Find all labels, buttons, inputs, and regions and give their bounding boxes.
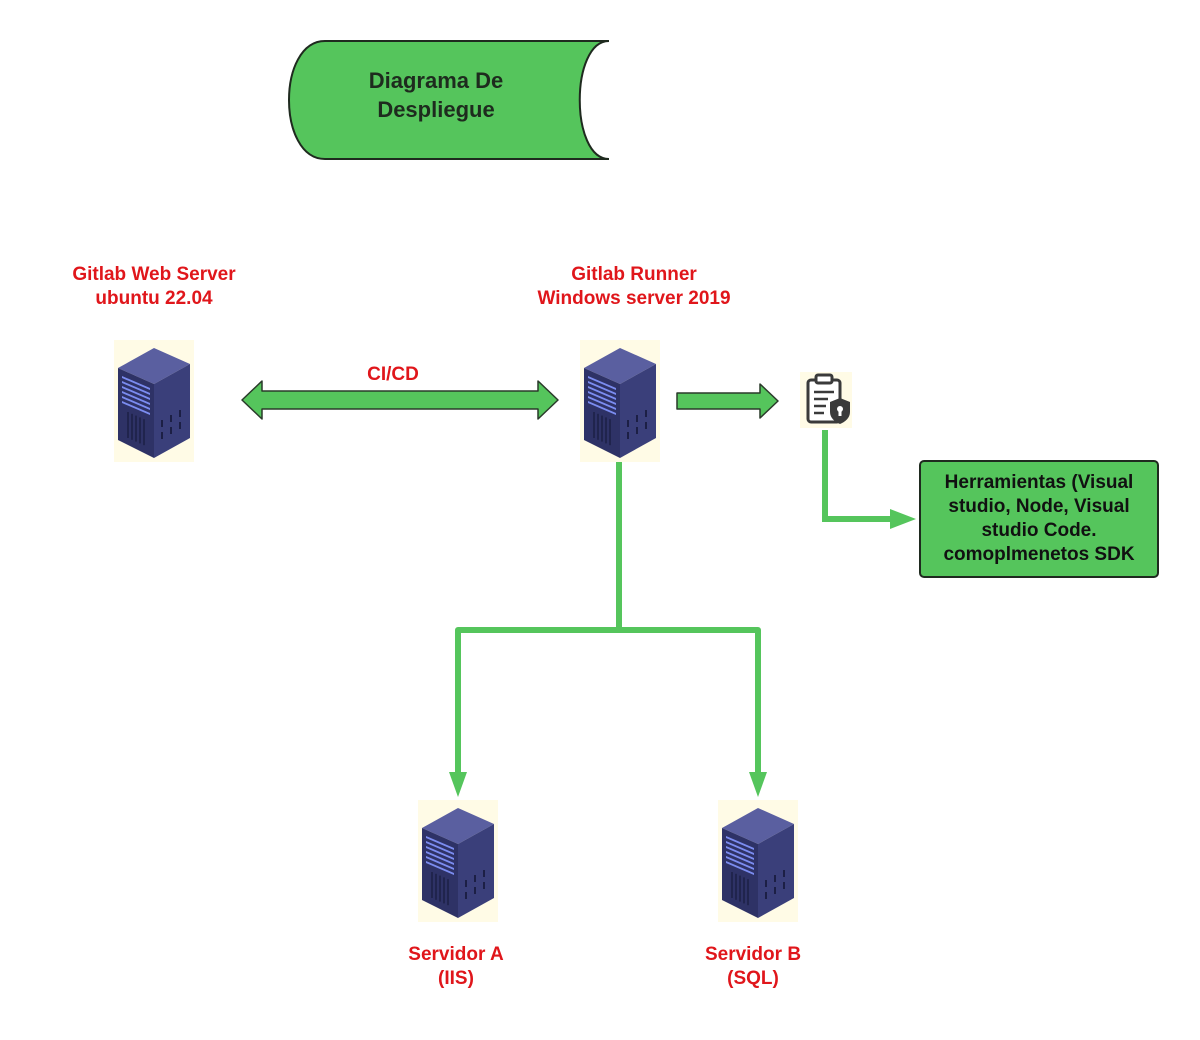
gitlab-runner-server-icon xyxy=(580,340,660,467)
servidor-b-label: Servidor B (SQL) xyxy=(673,943,833,991)
servidor-a-server-icon xyxy=(418,800,498,927)
cicd-double-arrow xyxy=(241,380,559,420)
branch-to-servidor-b-line xyxy=(619,627,761,775)
gitlab-web-server-label-line-1: Gitlab Web Server xyxy=(72,264,236,285)
clipboard-to-tools-arrowhead xyxy=(890,509,916,529)
cicd-edge-label: CI/CD xyxy=(343,363,443,387)
tools-box-line-3: studio Code. xyxy=(981,520,1097,541)
tools-box: Herramientas (Visual studio, Node, Visua… xyxy=(919,460,1159,578)
servidor-b-label-line-2: (SQL) xyxy=(727,968,779,989)
servidor-b-label-line-1: Servidor B xyxy=(704,944,802,965)
branch-to-servidor-a-line xyxy=(455,627,619,775)
server-rack-icon xyxy=(114,340,194,462)
gitlab-web-server-label: Gitlab Web Server ubuntu 22.04 xyxy=(44,263,264,311)
server-rack-icon xyxy=(418,800,498,922)
runner-to-clipboard-arrow xyxy=(676,383,779,419)
gitlab-runner-label-line-1: Gitlab Runner xyxy=(571,264,697,285)
server-rack-icon xyxy=(580,340,660,462)
server-rack-icon xyxy=(718,800,798,922)
gitlab-web-server-label-line-2: ubuntu 22.04 xyxy=(95,288,213,309)
servidor-a-label-line-2: (IIS) xyxy=(438,968,474,989)
gitlab-web-server-icon xyxy=(114,340,194,467)
cicd-edge-label-text: CI/CD xyxy=(367,364,419,385)
title-shape xyxy=(288,40,610,160)
servidor-a-label: Servidor A (IIS) xyxy=(376,943,536,991)
diagram-title-line-1: Diagrama De xyxy=(368,68,504,93)
diagram-title-line-2: Despliegue xyxy=(377,97,495,122)
servidor-b-arrowhead xyxy=(749,772,767,797)
servidor-b-server-icon xyxy=(718,800,798,927)
tools-box-line-1: Herramientas (Visual xyxy=(944,472,1134,493)
gitlab-runner-label-line-2: Windows server 2019 xyxy=(537,288,731,309)
gitlab-runner-label: Gitlab Runner Windows server 2019 xyxy=(514,263,754,311)
clipboard-to-tools-line xyxy=(822,430,892,522)
clipboard-shield-icon xyxy=(800,372,852,428)
servidor-a-label-line-1: Servidor A xyxy=(408,944,504,965)
tools-box-line-4: comoplmenetos SDK xyxy=(943,544,1135,565)
tools-box-line-2: studio, Node, Visual xyxy=(948,496,1130,517)
diagram-title: Diagrama De Despliegue xyxy=(320,66,552,124)
servidor-a-arrowhead xyxy=(449,772,467,797)
